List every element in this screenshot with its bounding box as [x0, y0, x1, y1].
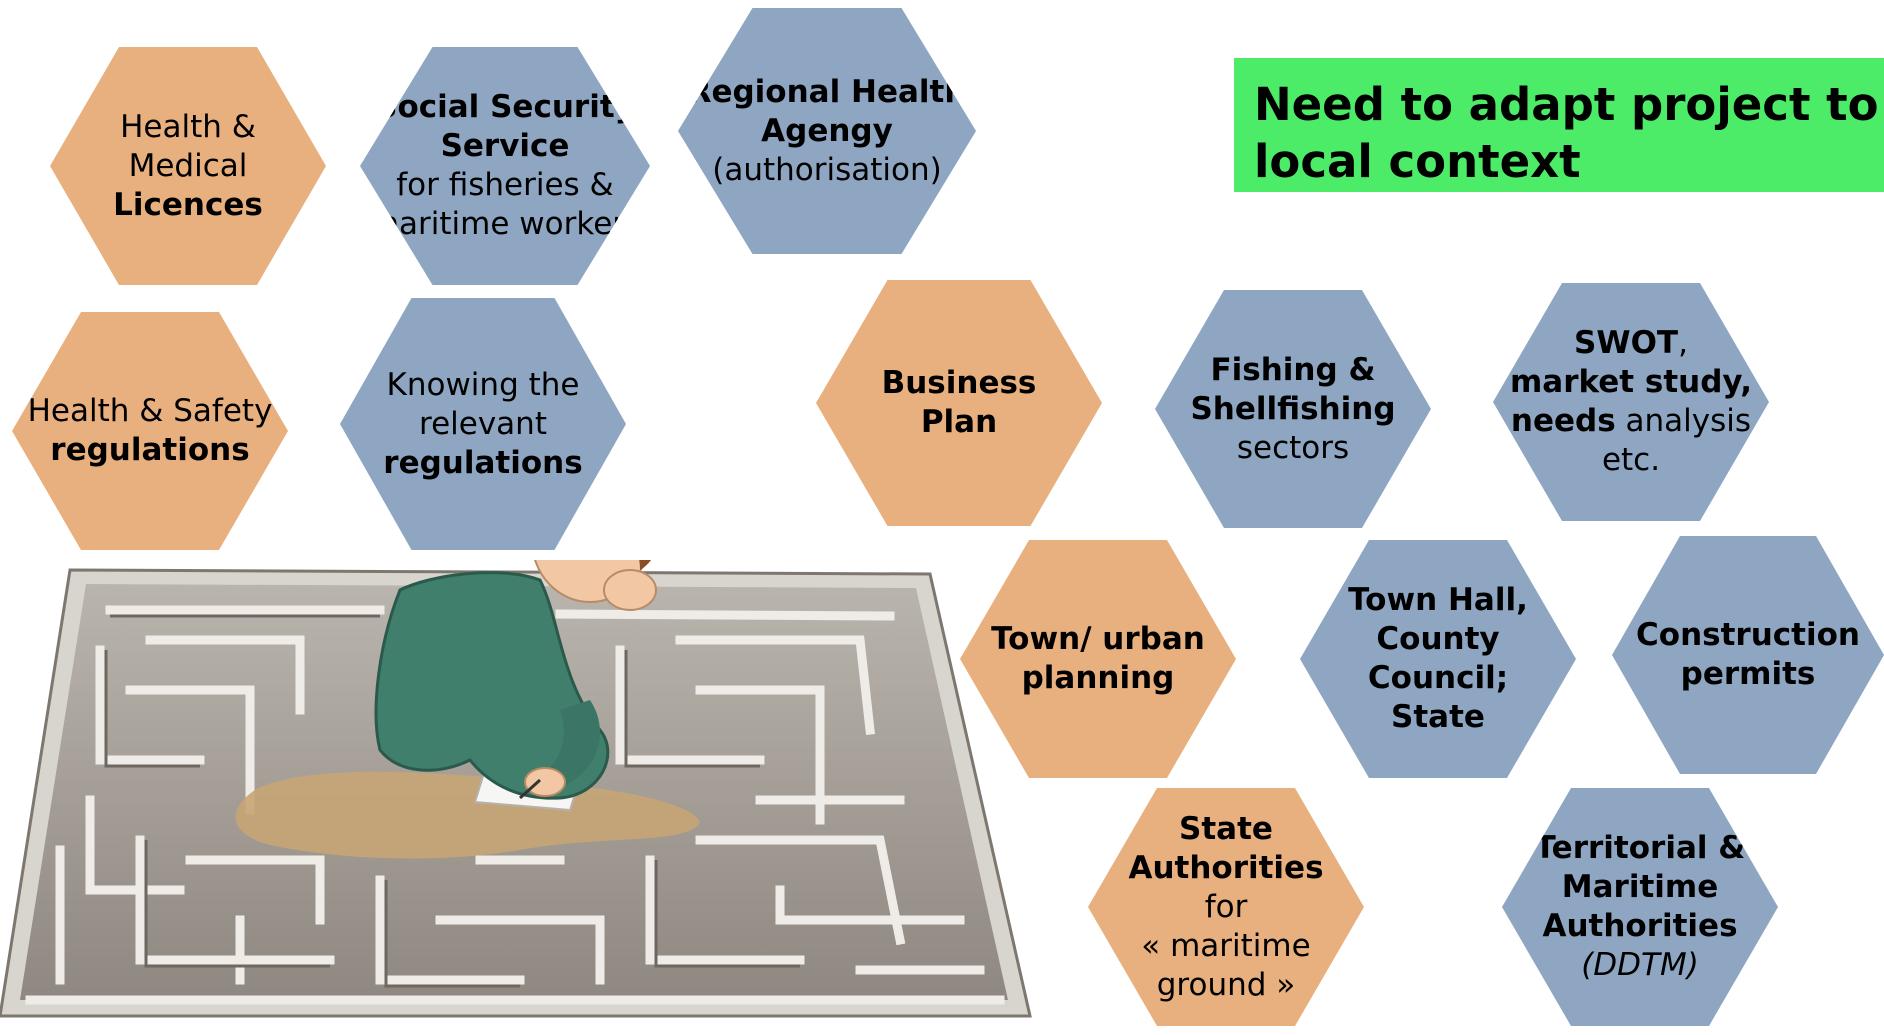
hex-town-hall-county-council-state: Town Hall, County Council; State: [1300, 540, 1576, 778]
hex-territorial-maritime-authorities: Territorial & Maritime Authorities (DDTM…: [1502, 788, 1778, 1026]
person-solving-maze-image: [0, 463, 1032, 1018]
hex-health-medical-licences: Health & Medical Licences: [50, 47, 326, 285]
maze-illustration: [0, 463, 1040, 1031]
callout-need-to-adapt: Need to adapt project to local context: [1234, 58, 1884, 192]
callout-line-2: local context: [1254, 135, 1581, 188]
hex-business-plan: Business Plan: [816, 280, 1102, 526]
callout-line-1: Need to adapt project to: [1254, 78, 1879, 131]
hex-health-safety-regulations: Health & Safety regulations: [12, 312, 288, 550]
hex-social-security-service: Social Security Service for fisheries & …: [360, 47, 650, 285]
hex-town-urban-planning: Town/ urban planning: [960, 540, 1236, 778]
hex-regional-health-agency: Regional Health Agengy (authorisation): [678, 8, 976, 254]
hex-construction-permits: Construction permits: [1612, 536, 1884, 774]
hex-knowing-relevant-regulations: Knowing the relevant regulations: [340, 298, 626, 550]
hex-swot-market-study: SWOT, market study, needs analysis etc.: [1493, 283, 1769, 521]
hex-fishing-shellfishing-sectors: Fishing & Shellfishing sectors: [1155, 290, 1431, 528]
hex-state-authorities-maritime-ground: State Authorities for « maritime ground …: [1088, 788, 1364, 1026]
